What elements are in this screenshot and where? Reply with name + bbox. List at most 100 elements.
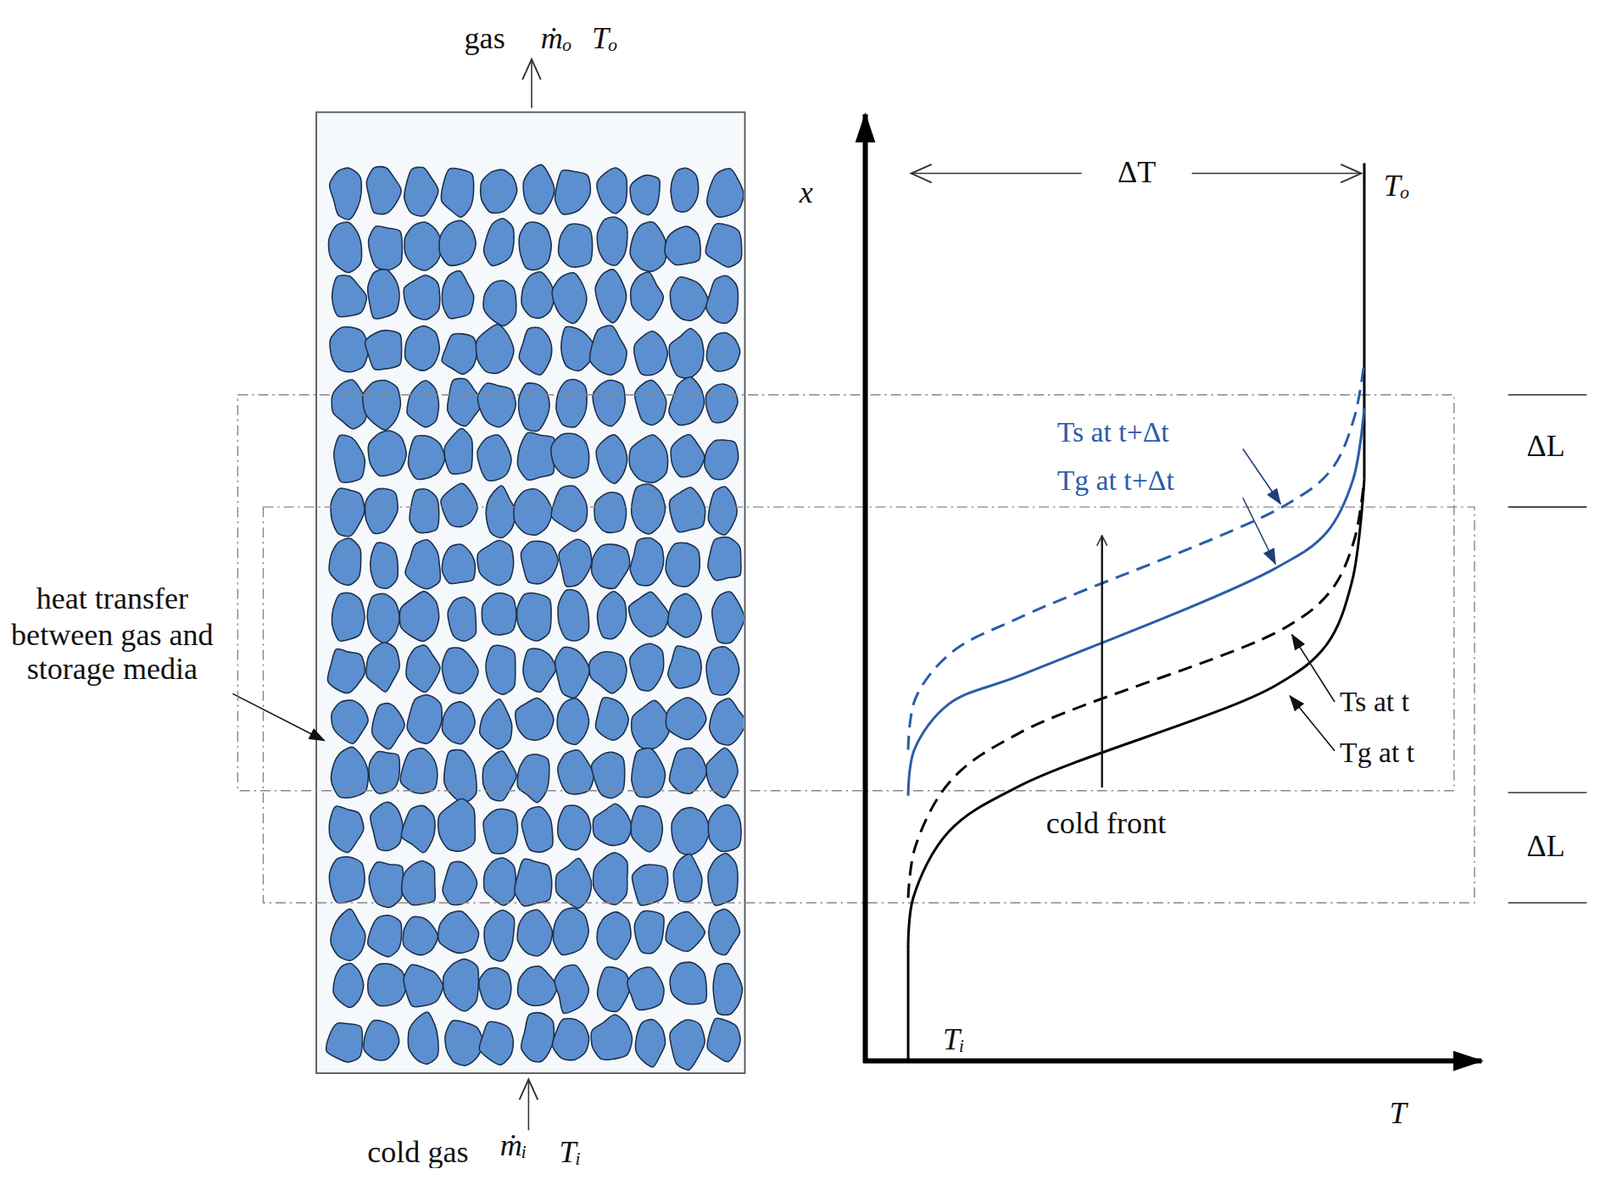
storage-particle: [405, 540, 441, 590]
storage-particle: [706, 646, 740, 696]
storage-particle: [596, 167, 627, 214]
window-frame: [262, 507, 1474, 904]
storage-particle: [409, 489, 440, 534]
storage-particle: [631, 700, 672, 749]
storage-particle: [368, 751, 400, 794]
storage-particle: [706, 332, 740, 371]
storage-particle: [403, 275, 441, 320]
storage-particle: [668, 377, 705, 426]
storage-particle: [521, 807, 553, 853]
storage-particle: [592, 379, 625, 426]
storage-particle: [517, 432, 555, 480]
storage-particle: [331, 700, 368, 744]
storage-particle: [597, 967, 630, 1012]
storage-particle: [441, 702, 475, 745]
storage-particle: [557, 698, 589, 745]
inlet-arrow: [528, 1079, 530, 1131]
storage-particle: [481, 593, 517, 636]
length-ticks: [1508, 395, 1588, 904]
storage-particle: [629, 538, 664, 586]
flow-label: gas: [464, 20, 506, 56]
storage-particle: [556, 379, 587, 428]
storage-particle: [407, 1012, 439, 1065]
storage-particle: [328, 222, 362, 273]
dimension-label: ΔT: [1117, 155, 1156, 191]
storage-particle: [629, 591, 669, 637]
curve-label: Tg at t+Δt: [1057, 464, 1175, 498]
storage-particle: [365, 488, 399, 534]
storage-particle: [441, 271, 474, 319]
storage-particle: [665, 912, 705, 953]
storage-particle: [367, 269, 400, 319]
storage-particle: [704, 440, 739, 480]
storage-particle: [477, 434, 512, 481]
storage-particle: [521, 272, 555, 319]
curve-label: Tg at t: [1339, 736, 1415, 770]
storage-particle: [483, 218, 514, 267]
storage-particle: [438, 911, 480, 954]
x-axis: [863, 114, 869, 1064]
temperature-curve: [908, 479, 1365, 898]
storage-particle: [402, 916, 438, 955]
storage-particle: [518, 383, 550, 432]
storage-particle: [403, 964, 443, 1008]
storage-particle: [590, 1014, 632, 1060]
storage-particle: [442, 861, 478, 905]
temperature-symbol: Tᵢ: [558, 1134, 581, 1171]
storage-particle: [517, 754, 550, 803]
storage-particle: [596, 912, 631, 960]
storage-particle: [596, 217, 628, 266]
storage-particle: [668, 328, 704, 379]
storage-particle: [706, 275, 739, 324]
axis-label: x: [799, 175, 814, 212]
storage-particle: [551, 433, 590, 479]
storage-particle: [475, 324, 513, 374]
storage-particle: [483, 280, 517, 326]
storage-particle: [634, 911, 664, 954]
storage-particle: [558, 539, 592, 587]
storage-particle: [668, 593, 703, 638]
leader-line: [1243, 449, 1282, 505]
storage-particle: [330, 488, 365, 537]
storage-particle: [557, 750, 595, 795]
storage-particle: [447, 379, 483, 427]
storage-particle: [665, 542, 700, 587]
storage-particle: [518, 327, 552, 375]
temperature-curve: [908, 407, 1365, 796]
storage-particle: [365, 330, 402, 371]
storage-particle: [368, 226, 403, 271]
storage-particle: [406, 380, 439, 428]
storage-particle: [406, 695, 442, 744]
storage-particle: [557, 590, 590, 642]
storage-particle: [713, 964, 742, 1016]
storage-particle: [669, 1020, 705, 1071]
storage-particle: [594, 492, 627, 534]
storage-particle: [485, 646, 516, 696]
storage-particle: [629, 175, 660, 216]
storage-particle: [521, 1013, 555, 1063]
storage-particle: [404, 167, 439, 217]
storage-particle: [514, 858, 552, 907]
storage-particle: [445, 1020, 484, 1066]
storage-particle: [441, 544, 475, 585]
storage-particle: [443, 958, 480, 1011]
callout-text: heat transfer between gas and storage me…: [2, 581, 223, 688]
storage-particle: [331, 379, 368, 430]
storage-particle: [399, 591, 439, 642]
storage-particle: [367, 430, 407, 477]
leader-line: [1292, 635, 1336, 703]
storage-particle: [484, 910, 515, 962]
outlet-temperature-line: [1362, 163, 1366, 480]
storage-particle: [635, 380, 667, 426]
storage-particle: [517, 593, 552, 642]
storage-particle: [366, 642, 400, 692]
storage-particle: [591, 752, 625, 798]
storage-particle: [328, 538, 362, 586]
storage-particle: [329, 167, 363, 220]
storage-particle: [561, 326, 596, 371]
storage-particle: [518, 222, 552, 270]
storage-particle: [668, 747, 707, 794]
storage-particle: [408, 435, 446, 480]
storage-particle: [554, 964, 589, 1014]
storage-particle: [372, 703, 405, 750]
